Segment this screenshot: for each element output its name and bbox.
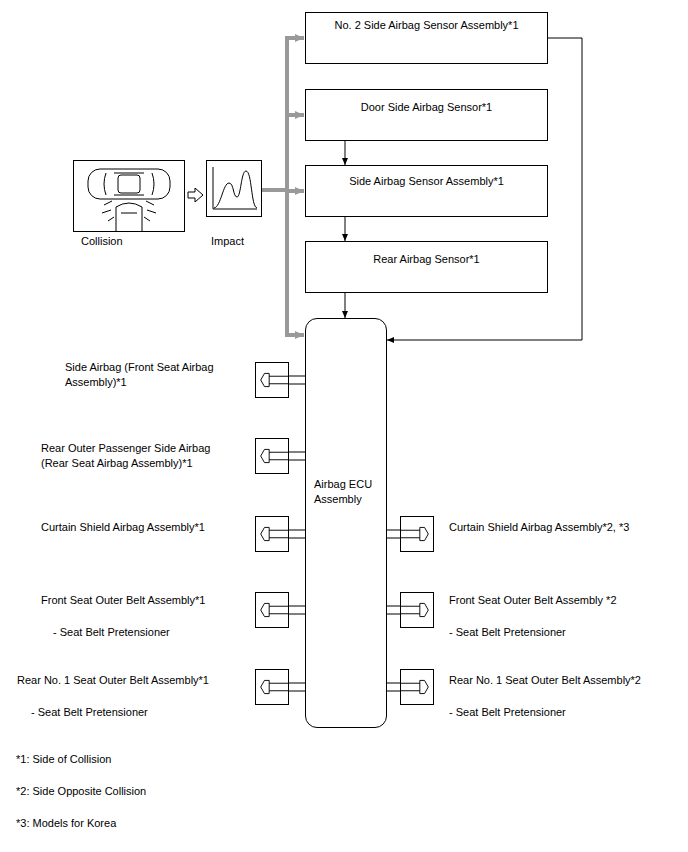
part-name: Impact	[211, 234, 244, 249]
wire-harness	[387, 530, 400, 538]
symbol-graphic	[256, 593, 288, 627]
part-name: Curtain Shield Airbag Assembly*1	[41, 520, 205, 535]
signal-arrow	[345, 217, 346, 241]
sensor-box: Door Side Airbag Sensor*1	[305, 89, 548, 141]
sensor-box: Rear Airbag Sensor*1	[305, 241, 548, 293]
wire-harness	[289, 452, 305, 460]
component-connector: Side Airbag (Front Seat Airbag Assembly)…	[255, 362, 289, 398]
symbol-graphic	[401, 517, 433, 551]
part-name: - Seat Belt Pretensioner	[449, 625, 566, 640]
car-illustration	[74, 161, 184, 231]
node-label: Side Airbag Sensor Assembly*1	[310, 174, 543, 189]
node-label: Rear Airbag Sensor*1	[310, 252, 543, 267]
component-connector: Rear Outer Passenger Side Airbag (Rear S…	[255, 438, 289, 474]
wire-harness	[289, 376, 305, 384]
symbol-graphic	[256, 670, 288, 704]
component-connector: Front Seat Outer Belt Assembly *2- Seat …	[400, 592, 434, 628]
part-name: Side Airbag (Front Seat Airbag Assembly)…	[65, 360, 247, 390]
sensor-box: No. 2 Side Airbag Sensor Assembly*1	[305, 12, 548, 64]
ecu-box: Airbag ECU Assembly	[305, 318, 387, 728]
part-name: Front Seat Outer Belt Assembly *2	[449, 593, 617, 608]
part-name: Rear No. 1 Seat Outer Belt Assembly*2	[449, 673, 641, 688]
impact-graph: Impact	[206, 160, 262, 217]
part-name: Collision	[81, 234, 123, 249]
symbol-graphic	[401, 670, 433, 704]
symbol-graphic	[256, 517, 288, 551]
part-name: - Seat Belt Pretensioner	[31, 705, 148, 720]
impact-arrow	[262, 38, 304, 190]
collision-illustration: Collision	[73, 160, 185, 232]
part-name: Rear Outer Passenger Side Airbag (Rear S…	[41, 441, 223, 471]
signal-arrow	[345, 293, 346, 318]
node-label: No. 2 Side Airbag Sensor Assembly*1	[310, 18, 543, 33]
component-connector: Curtain Shield Airbag Assembly*2, *3	[400, 516, 434, 552]
part-name: Rear No. 1 Seat Outer Belt Assembly*1	[17, 673, 209, 688]
signal-arrow	[345, 141, 346, 165]
symbol-graphic	[256, 363, 288, 397]
footnote: *3: Models for Korea	[16, 816, 116, 831]
component-connector: Front Seat Outer Belt Assembly*1- Seat B…	[255, 592, 289, 628]
component-connector: Rear No. 1 Seat Outer Belt Assembly*2- S…	[400, 669, 434, 705]
sensor-box: Side Airbag Sensor Assembly*1	[305, 165, 548, 217]
symbol-graphic	[256, 439, 288, 473]
wire-harness	[387, 606, 400, 614]
footnote: *1: Side of Collision	[16, 752, 111, 767]
symbol-graphic	[401, 593, 433, 627]
wire-harness	[289, 530, 305, 538]
wire-harness	[387, 683, 400, 691]
footnote: *2: Side Opposite Collision	[16, 784, 146, 799]
impact-curve	[207, 161, 261, 216]
part-name: - Seat Belt Pretensioner	[449, 705, 566, 720]
wire-harness	[289, 683, 305, 691]
impact-arrow	[262, 190, 304, 335]
signal-arrow	[188, 188, 203, 202]
component-connector: Rear No. 1 Seat Outer Belt Assembly*1- S…	[255, 669, 289, 705]
wire-harness	[289, 606, 305, 614]
node-label: Door Side Airbag Sensor*1	[310, 100, 543, 115]
part-name: Curtain Shield Airbag Assembly*2, *3	[449, 520, 629, 535]
part-name: Front Seat Outer Belt Assembly*1	[41, 593, 205, 608]
component-connector: Curtain Shield Airbag Assembly*1	[255, 516, 289, 552]
node-label: Airbag ECU Assembly	[314, 477, 382, 507]
impact-arrow	[262, 115, 304, 190]
part-name: - Seat Belt Pretensioner	[53, 625, 170, 640]
